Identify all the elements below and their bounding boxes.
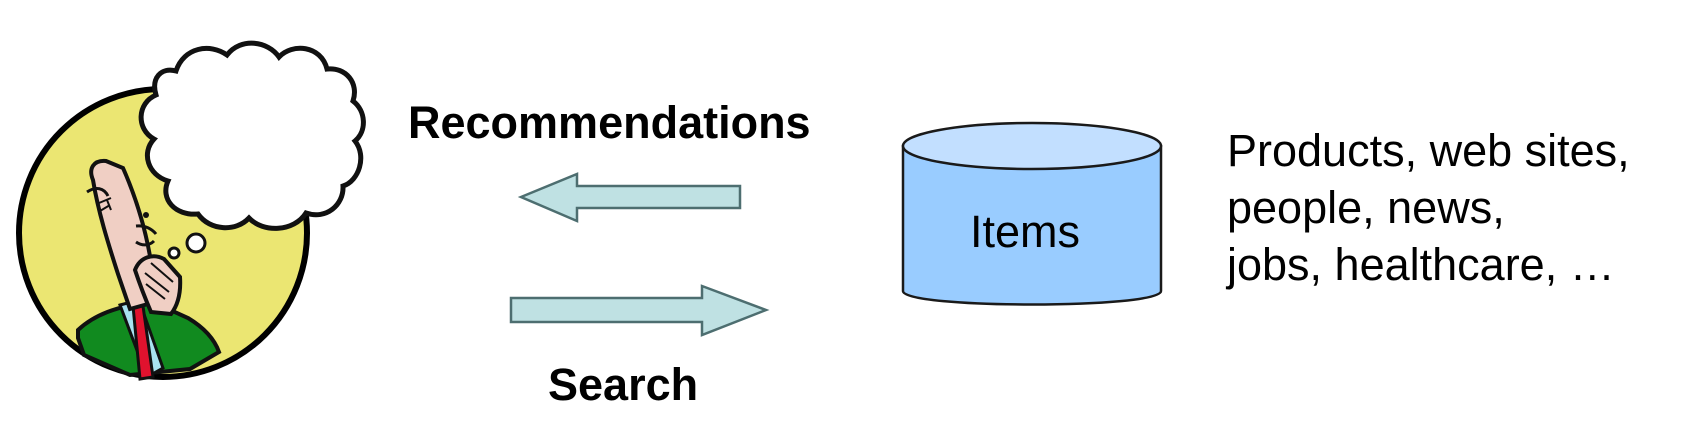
items-database-icon [901,121,1163,306]
item-examples-line: Products, web sites, [1227,125,1630,176]
recommendations-label: Recommendations [408,97,811,148]
item-examples-line: people, news, [1227,182,1505,233]
item-examples-text: Products, web sites, people, news, jobs,… [1227,122,1630,293]
recommendations-arrow [517,172,742,223]
search-label: Search [548,359,699,410]
search-arrow [509,284,770,337]
item-examples-line: jobs, healthcare, … [1227,239,1615,290]
items-label: Items [970,206,1081,257]
thinking-person-icon [16,40,366,381]
